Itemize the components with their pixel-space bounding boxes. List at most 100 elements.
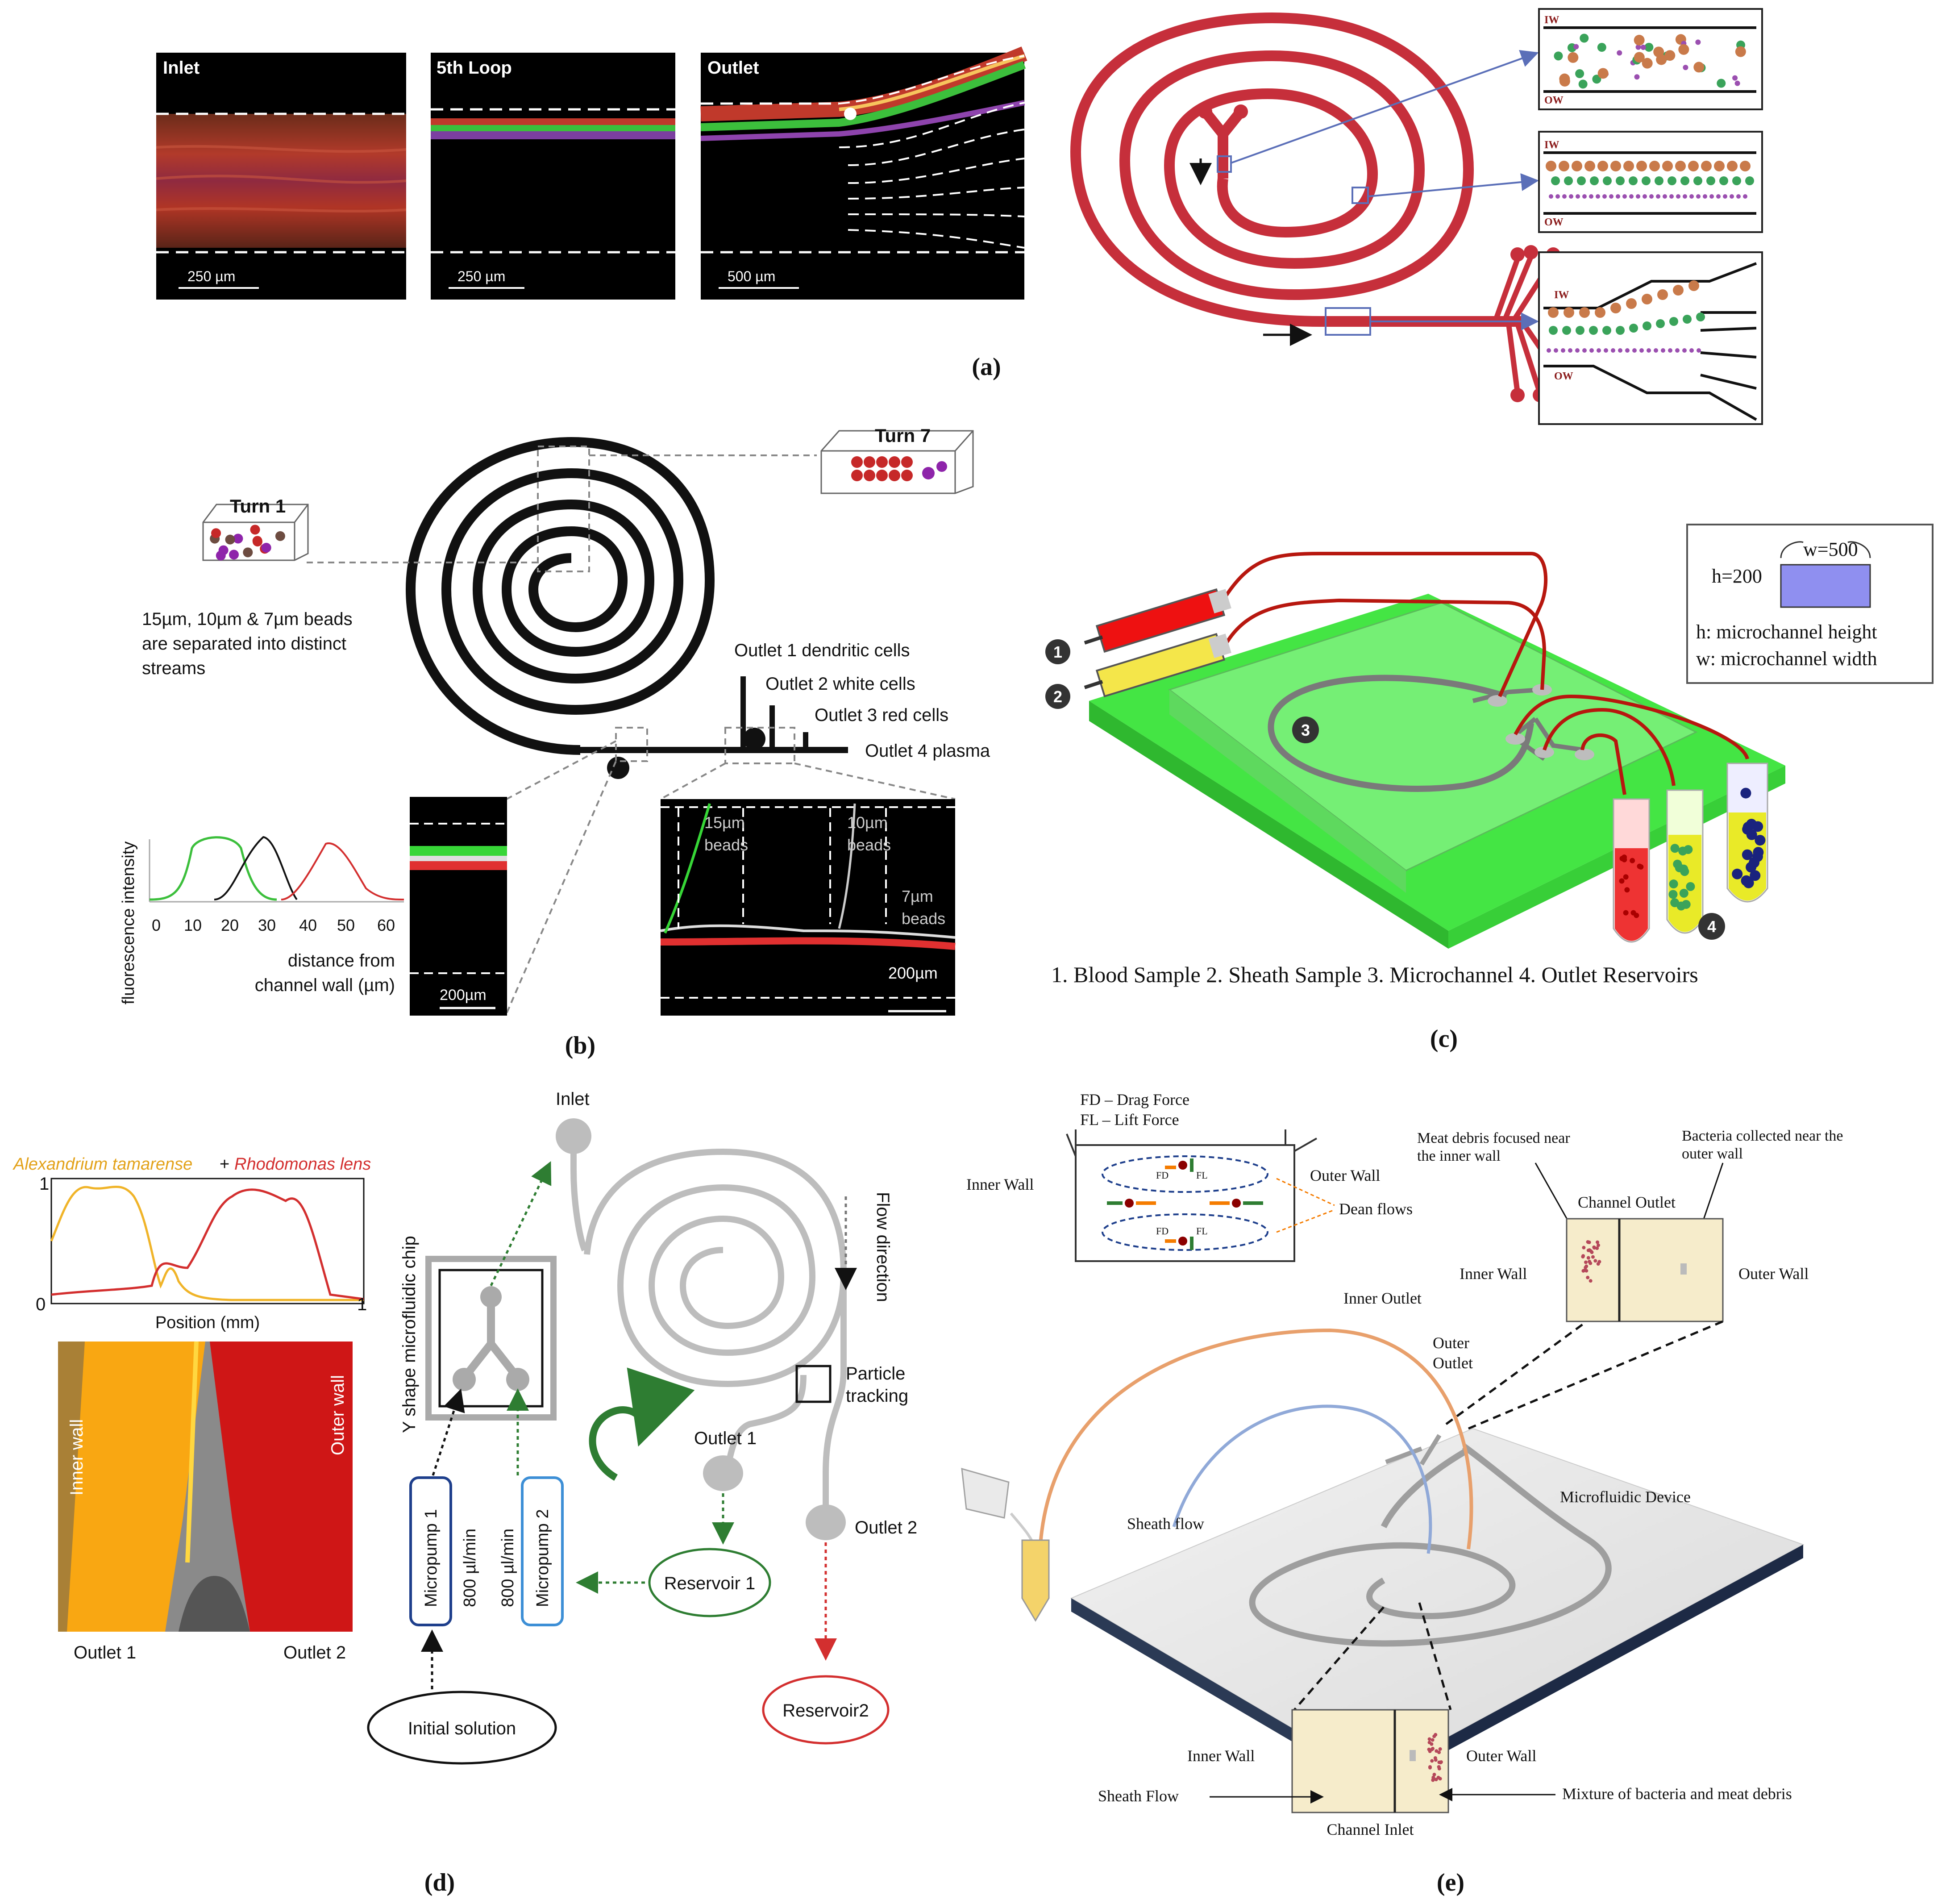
- beads-note-1: 15µm, 10µm & 7µm beads: [142, 609, 353, 629]
- sheath-flow-top: Sheath flow: [1127, 1515, 1204, 1533]
- particle-dot: [1610, 303, 1621, 313]
- particle-dot: [1583, 1268, 1587, 1272]
- particle-dot: [1573, 44, 1579, 50]
- particle-dot: [261, 542, 271, 553]
- inner-wall-label: Inner wall: [67, 1419, 87, 1496]
- particle-dot: [1438, 1747, 1442, 1751]
- particle-dot: [1703, 194, 1707, 199]
- particle-dot: [1630, 858, 1635, 863]
- mixture-label: Mixture of bacteria and meat debris: [1562, 1785, 1792, 1803]
- fluor-xtick-10: 10: [184, 916, 202, 934]
- particle-dot: [1549, 194, 1553, 199]
- particle-dot: [1642, 176, 1651, 185]
- particle-dot: [1647, 348, 1651, 353]
- particle-dot: [1668, 890, 1678, 899]
- scale-small: 200µm: [440, 987, 487, 1004]
- particle-dot: [1732, 75, 1738, 81]
- force-fd-top: FD: [1156, 1170, 1169, 1181]
- particle-dot: [1688, 280, 1699, 291]
- particle-dot: [1649, 194, 1654, 199]
- reservoir-2-label: Reservoir2: [782, 1701, 869, 1721]
- meat-note-2: the inner wall: [1417, 1148, 1501, 1164]
- particle-dot: [1735, 46, 1746, 57]
- syringe-sheath: 2: [1045, 633, 1231, 709]
- particle-dot: [1656, 319, 1665, 328]
- particle-dot: [1632, 348, 1637, 353]
- marker-2-label: 2: [1053, 687, 1062, 706]
- h-label: h=200: [1712, 565, 1762, 587]
- chip-label: Y shape microfluidic chip: [399, 1236, 419, 1433]
- outer-wall-label: Outer wall: [328, 1375, 348, 1455]
- particle-dot: [1624, 887, 1630, 893]
- channel-inlet-label: Channel Inlet: [1327, 1821, 1414, 1838]
- particle-dot: [1669, 317, 1678, 326]
- particle-dot: [1683, 194, 1687, 199]
- reservoir-1: [648, 1548, 771, 1617]
- particle-dot: [1696, 194, 1701, 199]
- particle-dot: [1636, 194, 1640, 199]
- spiral-black: [405, 437, 848, 755]
- particle-dot: [1430, 1742, 1434, 1746]
- particle-dot: [936, 461, 947, 472]
- particle-dot: [864, 456, 875, 468]
- particle-dot: [1675, 161, 1686, 171]
- particle-dot: [1428, 1765, 1432, 1769]
- particle-dot: [1587, 1240, 1591, 1244]
- particle-dot: [1693, 176, 1702, 185]
- marker-2: [1045, 684, 1070, 709]
- particle-tracking-2: tracking: [846, 1386, 908, 1406]
- particle-dot: [1559, 161, 1569, 171]
- scale-label-inlet: 250 µm: [187, 268, 235, 284]
- fluor-xtick-30: 30: [258, 916, 276, 934]
- outlet-label-2: Outlet 2 white cells: [765, 674, 915, 694]
- spiral-schematic-red: [1070, 12, 1573, 395]
- particle-dot: [1670, 844, 1680, 853]
- particle-dot: [1742, 824, 1753, 835]
- particle-dot: [243, 547, 253, 558]
- particle-dot: [1610, 161, 1621, 171]
- mid-outer-wall: Outer Wall: [1738, 1265, 1809, 1283]
- fl-legend: FL – Lift Force: [1080, 1111, 1179, 1129]
- particle-dot: [1668, 176, 1676, 185]
- particle-dot: [1616, 326, 1625, 335]
- panel-c-legend: 1. Blood Sample 2. Sheath Sample 3. Micr…: [1051, 962, 1698, 987]
- x-max: 1: [357, 1295, 367, 1314]
- particle-dot: [1743, 194, 1747, 199]
- particle-dot: [1595, 1246, 1599, 1250]
- particle-dot: [1591, 1255, 1595, 1259]
- turn7-box: Turn 7: [820, 425, 974, 494]
- particle-dot: [1590, 176, 1599, 185]
- particle-dot: [1616, 176, 1625, 185]
- initial-solution: [367, 1691, 557, 1765]
- particle-dot: [1430, 1759, 1434, 1763]
- fluor-ylabel: fluorescence intensity: [119, 842, 138, 1004]
- particle-dot: [901, 456, 913, 468]
- fd-legend: FD – Drag Force: [1080, 1091, 1189, 1108]
- particle-dot: [1431, 1746, 1435, 1750]
- particle-dot: [1697, 348, 1701, 353]
- particle-dot: [1582, 348, 1587, 353]
- particle-dot: [1736, 194, 1741, 199]
- particle-dot: [1554, 348, 1558, 353]
- bead10-l1: 10µm: [847, 813, 888, 832]
- particle-dot: [1636, 161, 1647, 171]
- force-diagram: FD FL FD FL FD – Drag Force FL – Lift Fo…: [966, 1091, 1413, 1262]
- particle-dot: [1683, 65, 1688, 71]
- marker-3-label: 3: [1301, 721, 1310, 739]
- particle-dot: [1554, 51, 1563, 61]
- particle-dot: [1678, 846, 1688, 856]
- plus-sign: +: [220, 1155, 229, 1174]
- particle-dot: [275, 531, 285, 541]
- caption-b: (b): [565, 1032, 595, 1059]
- y-min: 0: [36, 1295, 46, 1314]
- particle-dot: [1634, 74, 1640, 80]
- particle-dot: [1623, 161, 1634, 171]
- particle-dot: [1643, 321, 1651, 330]
- reservoir-2: [762, 1675, 890, 1745]
- iw-label-2: IW: [1544, 139, 1559, 151]
- particle-dot: [1668, 348, 1672, 353]
- particle-dot: [1701, 161, 1712, 171]
- bead7-l1: 7µm: [902, 887, 933, 905]
- particle-dot: [1653, 46, 1664, 58]
- particle-dot: [1584, 1264, 1589, 1268]
